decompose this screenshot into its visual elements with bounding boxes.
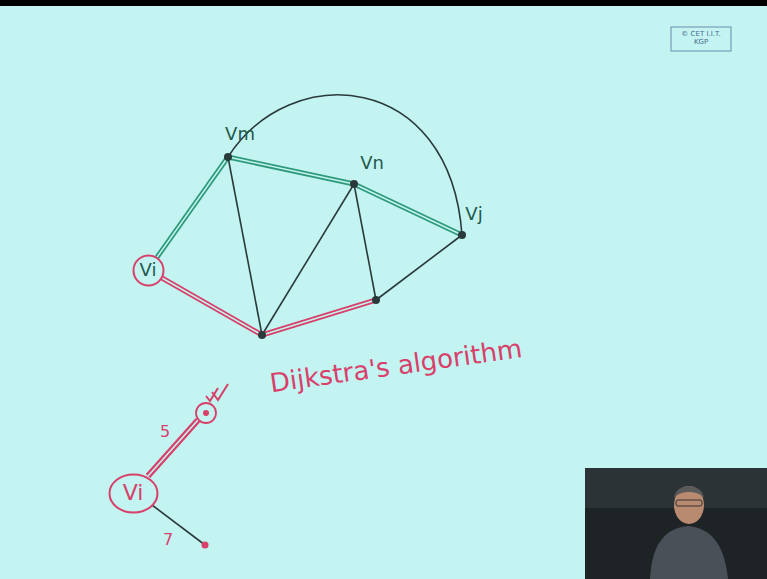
highlight-path-inner xyxy=(148,157,462,270)
vertex-dot xyxy=(224,153,232,161)
vertices xyxy=(224,153,466,339)
highlight-edge xyxy=(148,420,198,476)
highlight-edge-inner xyxy=(148,420,198,476)
vertex-dot xyxy=(458,231,466,239)
video-wall xyxy=(585,468,767,508)
vertex-dot xyxy=(350,180,358,188)
vertex-dot xyxy=(202,542,209,549)
algorithm-name: Dijkstra's algorithm xyxy=(268,334,524,398)
source-vertex: Vi xyxy=(132,254,165,287)
vertex-outline xyxy=(109,474,157,512)
logo-box xyxy=(671,27,731,51)
edge-weight: 5 xyxy=(160,423,170,441)
presenter-body xyxy=(650,526,728,579)
edge-weight: 7 xyxy=(163,531,173,549)
graph-edge xyxy=(354,184,376,300)
vertex-outline xyxy=(133,255,163,285)
highlight-path-inner xyxy=(148,270,376,335)
red-path xyxy=(148,270,376,335)
graph-edge xyxy=(228,157,262,335)
video-inset xyxy=(585,468,767,579)
small-graph xyxy=(148,388,218,549)
check-mark xyxy=(206,388,218,401)
highlight-path xyxy=(148,270,376,335)
vertex-dot xyxy=(203,410,209,416)
logo-text: © CET I.I.T. KGP xyxy=(674,31,728,46)
presenter-head xyxy=(674,486,704,524)
source-vertex: Vi xyxy=(108,473,159,514)
vertex-label: Vn xyxy=(360,153,384,173)
video-background xyxy=(585,468,767,579)
vertex-label: Vj xyxy=(465,204,482,224)
green-path xyxy=(148,157,462,270)
graph-edge xyxy=(152,505,205,545)
presenter-hair xyxy=(674,486,704,498)
vertex-dot xyxy=(258,331,266,339)
vertex-name: Vi xyxy=(123,481,144,505)
graph-edge xyxy=(376,235,462,300)
highlight-path xyxy=(148,157,462,270)
top-bar xyxy=(0,0,767,6)
vertex-label: Vm xyxy=(225,124,255,144)
visited-vertex xyxy=(196,403,216,423)
presenter-glasses xyxy=(676,500,702,506)
vertex-name: Vi xyxy=(140,260,157,280)
graph-edges xyxy=(228,95,462,335)
vertex-dot xyxy=(372,296,380,304)
